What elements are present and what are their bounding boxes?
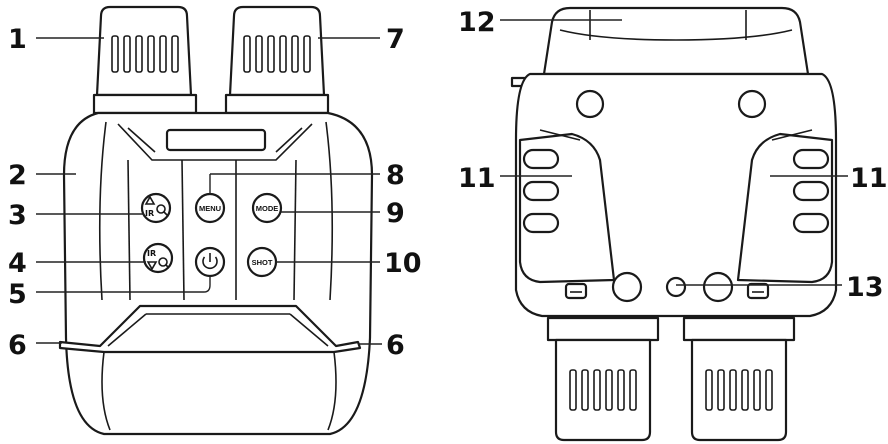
callout-6-left: 6 [8,330,27,361]
back-view [500,6,848,442]
grip-right [736,129,834,284]
callout-12: 12 [458,7,496,38]
callout-3: 3 [8,200,27,231]
eyepiece-left [92,5,198,115]
callout-8: 8 [386,160,405,191]
ir-up-zoom-button[interactable]: IR [140,192,172,224]
menu-button-label: MENU [199,204,221,213]
ir-down-label: IR [147,249,156,258]
menu-button[interactable]: MENU [194,192,226,224]
mode-button[interactable]: MODE [251,192,283,224]
top-cover [542,6,810,76]
callout-1: 1 [8,24,27,55]
ir-up-label: IR [145,209,154,218]
shot-button-label: SHOT [252,258,273,267]
callout-9: 9 [386,198,405,229]
callout-11-right: 11 [850,163,888,194]
callout-13: 13 [846,272,884,303]
ir-down-zoom-button[interactable]: IR [142,242,174,274]
callout-7: 7 [386,24,405,55]
callout-2: 2 [8,160,27,191]
lower-eyepiece-right [682,316,796,442]
eyepiece-right [224,5,330,115]
mode-button-label: MODE [256,204,279,213]
power-button[interactable] [194,246,226,278]
callout-10: 10 [384,248,422,279]
callout-11-left: 11 [458,163,496,194]
shot-button[interactable]: SHOT [246,246,278,278]
callout-4: 4 [8,248,27,279]
ir-lamp [665,276,687,298]
front-view: IR IR MENU MODE SHOT [36,5,382,436]
lower-eyepiece-left [546,316,660,442]
callout-5: 5 [8,279,27,310]
grip-left [518,129,616,284]
callout-6-right: 6 [386,330,405,361]
